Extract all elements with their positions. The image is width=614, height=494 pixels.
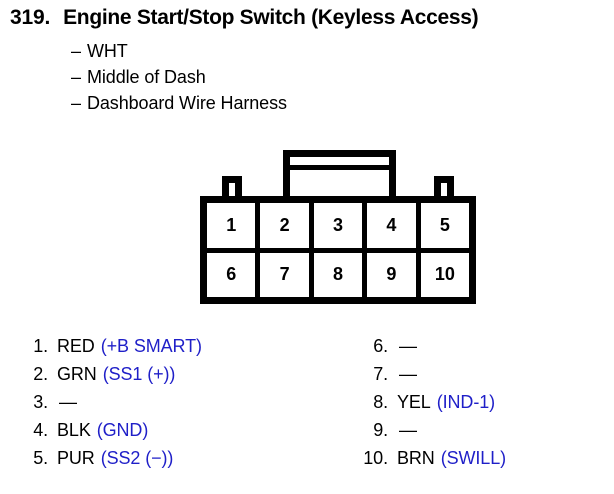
pin-cell: 6: [207, 252, 261, 297]
pin-assignment-list-left: 1. RED (+B SMART) 2. GRN (SS1 (+)) 3. — …: [18, 336, 202, 476]
pin-list-item: 4. BLK (GND): [18, 420, 202, 448]
pin-unused-dash: —: [59, 392, 77, 412]
connector-notch-left: [222, 176, 242, 197]
pin-cell: 9: [367, 252, 421, 297]
pin-list-item: 6. —: [358, 336, 506, 364]
pin-signal-name: (+B SMART): [100, 336, 202, 356]
pin-unused-dash: —: [399, 336, 417, 356]
pin-number: 6.: [373, 336, 388, 356]
pin-number: 7.: [373, 364, 388, 384]
pin-signal-name: (GND): [96, 420, 149, 440]
connector-notch-right: [434, 176, 454, 197]
detail-dash-icon: –: [71, 41, 81, 61]
pin-assignment-list-right: 6. — 7. — 8. YEL (IND-1) 9. — 10. BRN (S…: [358, 336, 506, 476]
section-number: 319.: [10, 6, 51, 29]
pin-list-item: 1. RED (+B SMART): [18, 336, 202, 364]
pin-cell: 10: [434, 264, 455, 285]
detail-dash-icon: –: [71, 67, 81, 87]
detail-list: –WHT –Middle of Dash –Dashboard Wire Har…: [71, 38, 287, 116]
connector-latch-detail-line: [290, 165, 389, 170]
pin-wire-color: GRN: [57, 364, 97, 384]
pin-cell: 3: [314, 203, 368, 248]
pin-unused-dash: —: [399, 364, 417, 384]
pin-wire-color: PUR: [57, 448, 95, 468]
pin-list-item: 5. PUR (SS2 (−)): [18, 448, 202, 476]
pin-list-item: 2. GRN (SS1 (+)): [18, 364, 202, 392]
detail-text: WHT: [87, 41, 128, 61]
pin-number: 9.: [373, 420, 388, 440]
pin-number: 5.: [33, 448, 48, 468]
pin-number: 8.: [373, 392, 388, 412]
pin-list-item: 8. YEL (IND-1): [358, 392, 506, 420]
pin-signal-name: (IND-1): [436, 392, 496, 412]
pin-wire-color: BLK: [57, 420, 91, 440]
pin-list-item: 10. BRN (SWILL): [358, 448, 506, 476]
connector-diagram: 1 2 3 4 5 6 7 8 9 10: [200, 150, 476, 305]
pin-cell: 1: [207, 203, 261, 248]
pin-signal-name: (SS2 (−)): [100, 448, 174, 468]
pin-list-item: 3. —: [18, 392, 202, 420]
pin-cell: 7: [260, 252, 314, 297]
detail-line-harness: –Dashboard Wire Harness: [71, 90, 287, 116]
pin-wire-color: YEL: [397, 392, 431, 412]
pin-signal-name: (SS1 (+)): [102, 364, 176, 384]
pin-row-bottom: 6 7 8 9 10: [207, 252, 469, 297]
pin-number: 10.: [363, 448, 388, 468]
pin-cell: 5: [439, 214, 450, 235]
page-title: 319. Engine Start/Stop Switch (Keyless A…: [10, 6, 479, 30]
connector-latch-tab: [283, 150, 396, 196]
detail-line-wire-color: –WHT: [71, 38, 287, 64]
detail-line-location: –Middle of Dash: [71, 64, 287, 90]
detail-dash-icon: –: [71, 93, 81, 113]
pin-cell: 2: [260, 203, 314, 248]
pin-cell: 4: [367, 203, 421, 248]
pin-signal-name: (SWILL): [440, 448, 507, 468]
pin-number: 3.: [33, 392, 48, 412]
connector-pin-grid: 1 2 3 4 5 6 7 8 9 10: [200, 196, 476, 304]
pin-row-top: 1 2 3 4 5: [207, 203, 469, 253]
detail-text: Middle of Dash: [87, 67, 206, 87]
pin-number: 2.: [33, 364, 48, 384]
detail-text: Dashboard Wire Harness: [87, 93, 287, 113]
pin-list-item: 7. —: [358, 364, 506, 392]
pin-unused-dash: —: [399, 420, 417, 440]
pin-number: 1.: [33, 336, 48, 356]
pin-number: 4.: [33, 420, 48, 440]
section-title: Engine Start/Stop Switch (Keyless Access…: [63, 6, 479, 29]
pin-wire-color: RED: [57, 336, 95, 356]
pin-wire-color: BRN: [397, 448, 435, 468]
pin-list-item: 9. —: [358, 420, 506, 448]
pin-cell: 8: [314, 252, 368, 297]
